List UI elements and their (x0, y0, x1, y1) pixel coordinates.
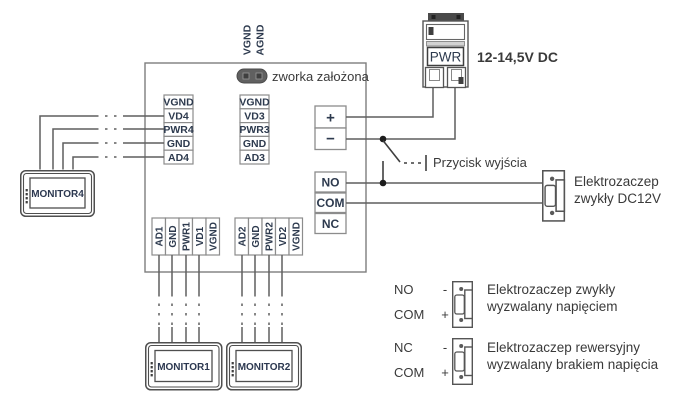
terminal-block-2-labels: AD2 GND PWR2 VD2 VGND (237, 222, 302, 251)
monitor2-buttons (231, 362, 234, 377)
terminal-vd1: VD1 (195, 226, 206, 246)
terminal-com: COM (317, 196, 345, 210)
relay-wires (346, 182, 544, 204)
terminal-vd2: VD2 (278, 226, 289, 246)
terminal-vgnd3: VGND (239, 97, 270, 109)
junction-dot-minus (379, 135, 387, 143)
terminal-block-4 (163, 94, 194, 165)
strike-label-line1: Elektrozaczep (574, 174, 659, 189)
monitor2-label: MONITOR2 (238, 362, 291, 373)
monitor2-wires (241, 255, 283, 343)
legend-nc-term: NC (394, 340, 413, 355)
legend-com2-term: COM (394, 365, 424, 380)
terminal-block-3-labels: VGND VD3 PWR3 GND AD3 (239, 97, 270, 165)
power-terminal-block: + − (314, 105, 347, 151)
terminal-nc: NC (322, 217, 340, 231)
monitor4: MONITOR4 (20, 170, 95, 217)
monitor1: MONITOR1 (145, 342, 223, 391)
electric-strike-icon (542, 170, 566, 222)
terminal-plus: + (326, 110, 335, 127)
terminal-block-1 (151, 217, 221, 256)
legend-nc-sign: - (443, 340, 447, 355)
terminal-no: NO (322, 176, 340, 190)
jumper-icon (236, 68, 268, 84)
terminal-ad3: AD3 (244, 152, 265, 164)
top-pin-labels: VGND AGND (242, 24, 267, 55)
monitor4-label: MONITOR4 (31, 189, 84, 200)
terminal-vd4: VD4 (168, 111, 189, 123)
terminal-pwr1: PWR1 (181, 222, 192, 251)
terminal-minus: − (326, 131, 335, 148)
legend1-line1: Elektrozaczep zwykły (487, 282, 616, 297)
terminal-pwr4: PWR4 (163, 124, 193, 136)
legend-com1-term: COM (394, 307, 424, 322)
terminal-ad1: AD1 (154, 226, 165, 246)
legend-strike-icon-1 (452, 281, 473, 328)
legend-com2-sign: + (441, 365, 449, 380)
terminal-vgnd4: VGND (163, 97, 194, 109)
terminal-vd3: VD3 (244, 111, 265, 123)
terminal-pwr3: PWR3 (239, 124, 269, 136)
power-wires (346, 87, 456, 140)
legend1-line2: wyzwalany napięciem (486, 299, 618, 314)
terminal-block-2 (234, 217, 304, 256)
legend2-line2: wyzwalany brakiem napięcia (486, 357, 659, 372)
psu-voltage-label: 12-14,5V DC (477, 49, 558, 65)
legend-row-no: NO - COM + Elektrozaczep zwykły wyzwalan… (394, 281, 618, 328)
relay-terminal-block: NO COM NC (314, 171, 347, 235)
power-supply-module: PWR (422, 13, 469, 89)
top-pin-agnd: AGND (255, 24, 267, 55)
terminal-pwr2: PWR2 (264, 222, 275, 251)
terminal-ad2: AD2 (237, 226, 248, 246)
terminal-block-1-labels: AD1 GND PWR1 VD1 VGND (154, 222, 219, 251)
legend-no-sign: - (443, 282, 447, 297)
jumper-label: zworka założona (272, 69, 370, 84)
top-pin-vgnd: VGND (242, 24, 254, 55)
terminal-block-3 (239, 94, 270, 165)
terminal-gnd2: GND (251, 225, 262, 247)
strike-label-line2: zwykły DC12V (574, 191, 661, 206)
monitor1-buttons (150, 362, 153, 377)
monitor2: MONITOR2 (226, 342, 302, 391)
monitor1-label: MONITOR1 (157, 362, 210, 373)
legend-com1-sign: + (441, 307, 449, 322)
legend-no-term: NO (394, 282, 414, 297)
legend2-line1: Elektrozaczep rewersyjny (487, 340, 640, 355)
monitor4-wires (39, 115, 164, 170)
terminal-gnd4: GND (167, 138, 191, 150)
terminal-vgnd1: VGND (208, 222, 219, 251)
terminal-vgnd2: VGND (291, 222, 302, 251)
legend-row-nc: NC - COM + Elektrozaczep rewersyjny wyzw… (394, 338, 659, 385)
terminal-ad4: AD4 (168, 152, 189, 164)
terminal-gnd1: GND (168, 225, 179, 247)
legend-strike-icon-2 (452, 338, 473, 385)
exit-button-switch (379, 135, 427, 187)
terminal-block-4-labels: VGND VD4 PWR4 GND AD4 (163, 97, 194, 165)
exit-button-label: Przycisk wyjścia (433, 155, 528, 170)
terminal-gnd3: GND (243, 138, 267, 150)
junction-dot-no (379, 179, 387, 187)
monitor1-wires (158, 255, 200, 343)
psu-label: PWR (430, 50, 462, 65)
monitor4-buttons (25, 189, 28, 204)
